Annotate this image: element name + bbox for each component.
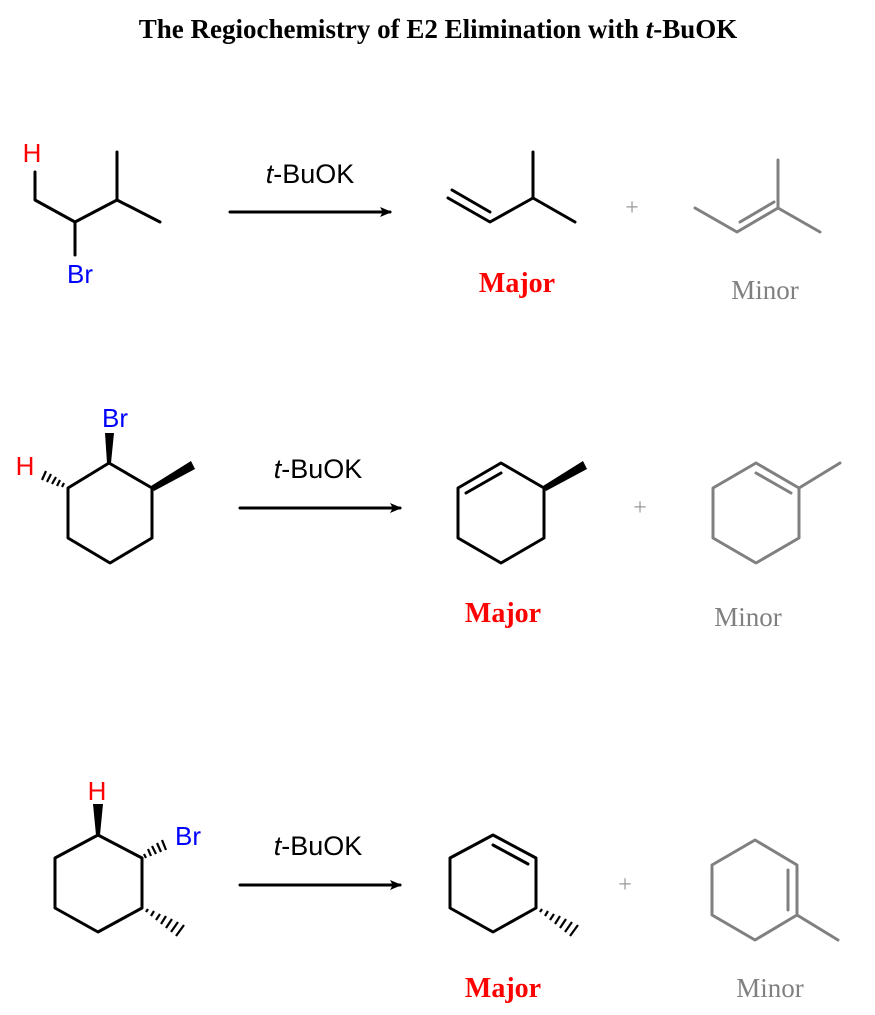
hydrogen-atom-label: H — [16, 451, 35, 481]
minor-product-1-methylcyclohexene — [710, 838, 840, 942]
reactant-3-bromo-methylcyclohexane: H Br — [53, 776, 201, 937]
minor-product-2-methyl-2-butene — [693, 158, 822, 234]
bromine-atom-label: Br — [67, 259, 93, 289]
reactant-2-bromo-methylcyclohexane: Br H — [16, 403, 195, 565]
minor-label: Minor — [714, 602, 782, 632]
major-label: Major — [465, 598, 541, 629]
minor-label: Minor — [731, 275, 799, 305]
plus-sign: + — [618, 872, 632, 898]
reagent-label: t-BuOK — [266, 159, 355, 189]
reaction-2: Br H t-BuOK + Major Minor — [16, 403, 842, 632]
reactant-1-2-bromo-3-methylbutane: H Br — [23, 138, 162, 289]
minor-label: Minor — [736, 973, 804, 1003]
major-product-3-methylcyclohexene — [456, 461, 587, 565]
plus-sign: + — [625, 195, 639, 221]
hashed-wedge-bond — [40, 470, 65, 488]
hashed-wedge-bond — [145, 908, 185, 937]
reaction-3: H Br t-BuOK + Major Minor — [53, 776, 840, 1004]
reagent-label: t-BuOK — [274, 454, 363, 484]
major-label: Major — [465, 973, 541, 1004]
major-label: Major — [479, 268, 555, 299]
hashed-wedge-bond — [143, 839, 168, 859]
bromine-atom-label: Br — [175, 821, 201, 851]
hashed-wedge-bond — [539, 908, 579, 937]
major-product-3-methyl-1-butene — [446, 150, 577, 224]
major-product-3-methylcyclohexene — [448, 833, 579, 937]
reaction-1: H Br t-BuOK + Major Minor — [23, 138, 822, 305]
reagent-label: t-BuOK — [274, 831, 363, 861]
bromine-atom-label: Br — [102, 403, 128, 433]
minor-product-1-methylcyclohexene — [711, 461, 842, 565]
hydrogen-atom-label: H — [23, 138, 42, 168]
diagram-title: The Regiochemistry of E2 Elimination wit… — [139, 14, 738, 44]
hydrogen-atom-label: H — [88, 776, 107, 806]
plus-sign: + — [633, 495, 647, 521]
